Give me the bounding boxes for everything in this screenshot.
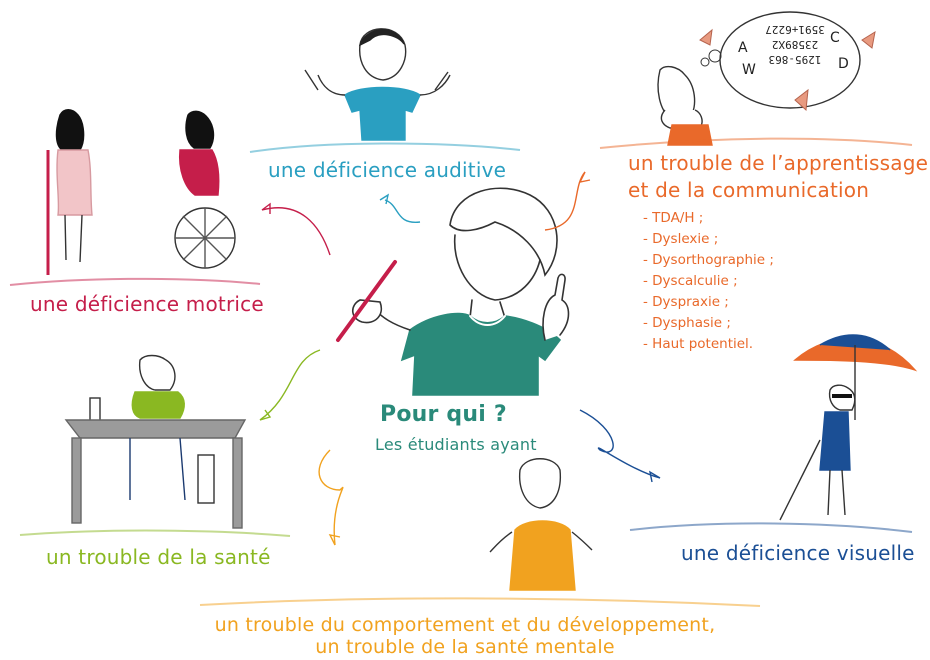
list-item: - Haut potentiel. <box>643 336 754 352</box>
label-line: un trouble de la santé mentale <box>315 636 615 658</box>
thought-letter: A <box>738 40 748 56</box>
visuelle-figure <box>779 334 918 521</box>
thought-letter: D <box>838 56 849 72</box>
label-line: un trouble du comportement et du dévelop… <box>214 614 716 636</box>
list-item: - Dyspraxie ; <box>643 294 729 310</box>
center-subtitle: Les étudiants ayant <box>375 435 537 454</box>
arrow-apprentissage <box>544 171 591 231</box>
arrow-auditive <box>379 193 421 223</box>
thought-letter: W <box>742 62 756 78</box>
list-item: - Dysphasie ; <box>643 315 731 331</box>
label-trouble-apprentissage: un trouble de l’apprentissage et de la c… <box>628 150 928 204</box>
list-item: - Dysorthographie ; <box>643 252 774 268</box>
comportement-figure <box>489 458 593 591</box>
central-student-figure <box>336 187 570 396</box>
butterfly-icons <box>699 28 876 112</box>
label-line: un trouble de l’apprentissage <box>628 151 929 175</box>
label-deficience-auditive: une déficience auditive <box>268 158 507 182</box>
apprentissage-underline <box>599 137 913 149</box>
label-line: et de la communication <box>628 178 870 202</box>
arrow-motrice <box>261 202 331 256</box>
label-deficience-visuelle: une déficience visuelle <box>681 541 915 565</box>
visuelle-underline <box>629 522 913 533</box>
apprentissage-figure <box>657 65 713 146</box>
arrow-sante <box>259 349 321 421</box>
center-title: Pour qui ? <box>380 402 507 427</box>
thought-letter: C <box>830 30 840 46</box>
comportement-underline <box>199 597 761 607</box>
thought-line: 1295-863 <box>768 53 822 66</box>
sante-figure <box>64 354 247 529</box>
motrice-underline <box>9 277 261 286</box>
arrow-comportement <box>318 449 344 546</box>
list-item: - TDA/H ; <box>643 210 704 226</box>
label-trouble-sante: un trouble de la santé <box>46 545 271 569</box>
list-item: - Dyscalculie ; <box>643 273 738 289</box>
motrice-figures <box>46 109 236 275</box>
list-item: - Dyslexie ; <box>643 231 719 247</box>
label-trouble-comportement: un trouble du comportement et du dévelop… <box>0 614 930 658</box>
arrow-visuelle <box>579 409 661 483</box>
auditive-underline <box>249 142 521 153</box>
auditive-figure <box>304 28 451 141</box>
sante-underline <box>19 529 291 537</box>
label-deficience-motrice: une déficience motrice <box>30 292 264 316</box>
apprentissage-list: - TDA/H ; - Dyslexie ; - Dysorthographie… <box>643 208 774 355</box>
